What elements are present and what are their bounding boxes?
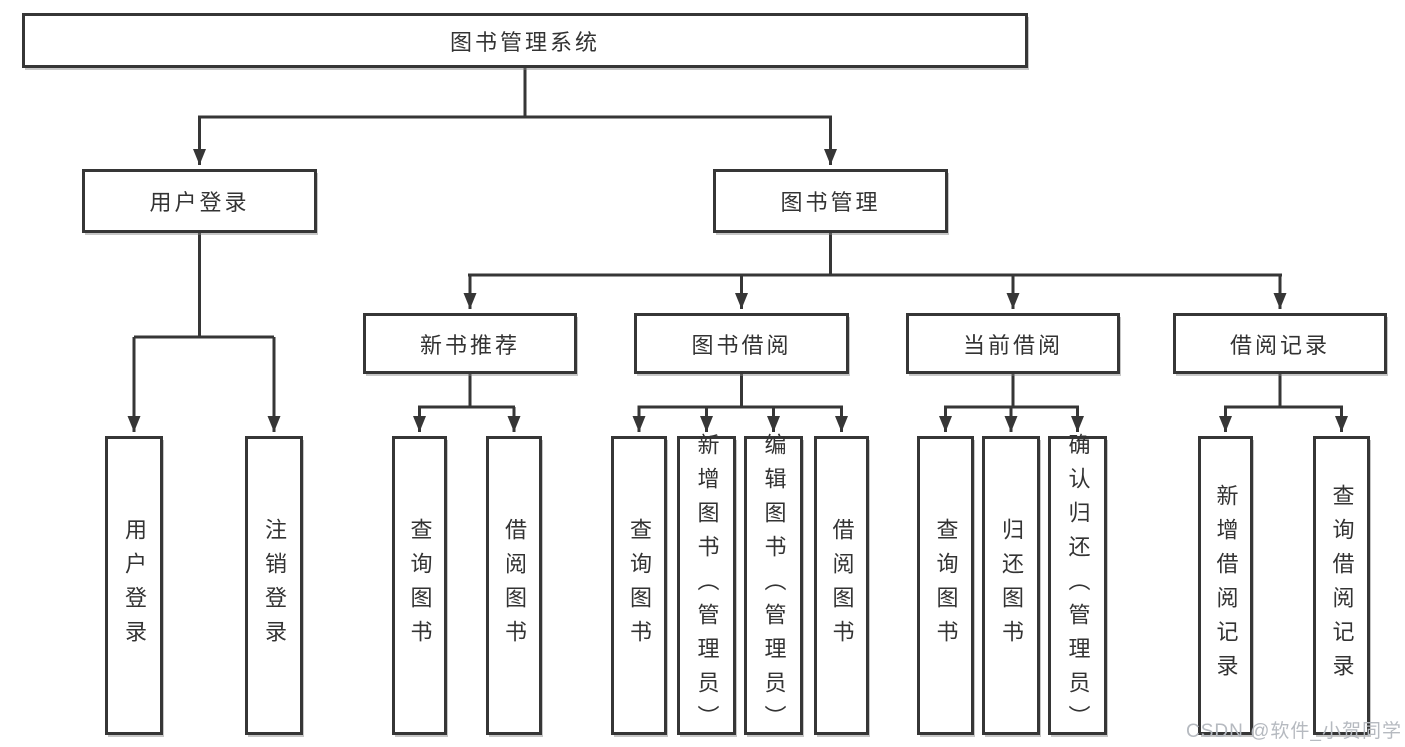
leaf-records-add-record: 新增借阅记录 [1198, 436, 1253, 735]
leaf-borrow-borrow-books: 借阅图书 [814, 436, 869, 735]
node-book-management: 图书管理 [713, 169, 948, 233]
node-library-management-system: 图书管理系统 [22, 13, 1028, 68]
node-new-book-recommend: 新书推荐 [363, 313, 577, 374]
csdn-watermark: CSDN @软件_小贺同学 [1186, 721, 1402, 742]
node-current-borrow: 当前借阅 [906, 313, 1120, 374]
leaf-newbook-borrow-books: 借阅图书 [486, 436, 542, 735]
leaf-borrow-edit-books-admin: 编辑图书（管理员） [744, 433, 803, 739]
leaf-borrow-query-books: 查询图书 [611, 436, 667, 735]
leaf-current-return-books: 归还图书 [982, 436, 1040, 735]
leaf-borrow-add-books-admin: 新增图书（管理员） [677, 433, 736, 739]
leaf-current-query-books: 查询图书 [917, 436, 974, 735]
node-borrow-records: 借阅记录 [1173, 313, 1387, 374]
node-user-login: 用户登录 [82, 169, 317, 233]
node-book-borrow: 图书借阅 [634, 313, 849, 374]
leaf-records-query-record: 查询借阅记录 [1313, 436, 1370, 735]
leaf-current-confirm-return-admin: 确认归还（管理员） [1048, 433, 1107, 739]
leaf-newbook-query-books: 查询图书 [392, 436, 447, 735]
leaf-logout: 注销登录 [245, 436, 303, 735]
leaf-user-login: 用户登录 [105, 436, 163, 735]
